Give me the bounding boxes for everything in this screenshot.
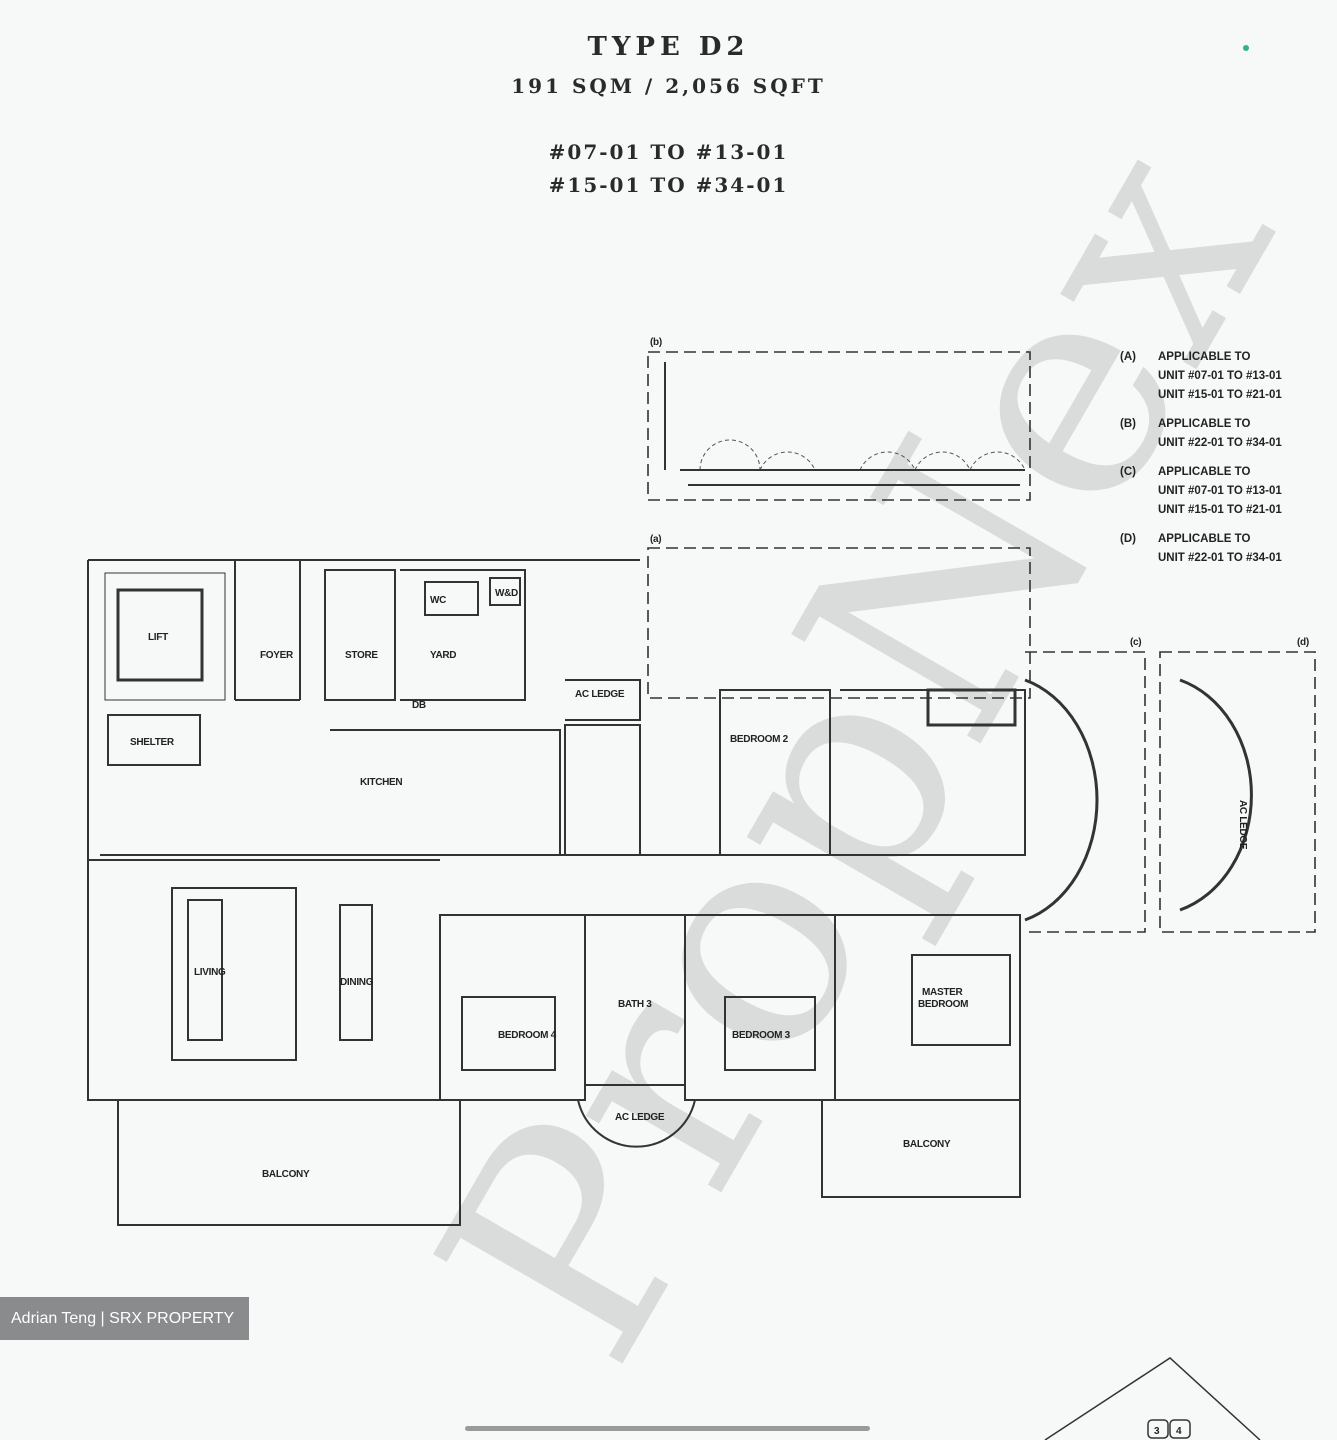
- sofa: [187, 899, 223, 1041]
- variant-d-outline: [1159, 651, 1316, 933]
- shelter-box: [107, 714, 201, 766]
- label-balcony-right: BALCONY: [903, 1139, 951, 1150]
- bath-master: [840, 689, 1026, 856]
- bath-mid: [564, 724, 641, 856]
- wd-box: [489, 577, 521, 606]
- variant-a-outline: [647, 547, 1031, 699]
- note-text: UNIT #22-01 TO #34-01: [1158, 552, 1282, 564]
- keyplan-outline: [1044, 1357, 1261, 1440]
- label-store: STORE: [345, 650, 378, 661]
- master-walls: [835, 914, 1021, 1101]
- label-db: DB: [412, 700, 426, 711]
- scroll-handle[interactable]: [465, 1426, 870, 1431]
- note-text: APPLICABLE TO: [1158, 466, 1251, 478]
- keyplan-label-4: 4: [1176, 1426, 1182, 1437]
- master-bed: [911, 954, 1011, 1046]
- status-dot: [1243, 45, 1249, 51]
- note-text: APPLICABLE TO: [1158, 351, 1251, 363]
- bedroom3-bed: [724, 996, 816, 1071]
- bay-arc-d: [1179, 678, 1253, 912]
- label-ac-ledge-top: AC LEDGE: [575, 689, 625, 700]
- note-key: (B): [1120, 418, 1136, 430]
- window-strip-b: [680, 469, 1025, 486]
- marker-c: (c): [1130, 637, 1141, 648]
- bedroom2-walls: [719, 689, 831, 856]
- note-d: (D) APPLICABLE TO UNIT #22-01 TO #34-01: [1120, 530, 1282, 568]
- note-text: UNIT #15-01 TO #21-01: [1158, 504, 1282, 516]
- label-master-2: BEDROOM: [918, 999, 968, 1010]
- kitchen-walls: [330, 729, 561, 856]
- living-rug: [171, 887, 297, 1061]
- marker-b: (b): [650, 337, 662, 348]
- note-text: UNIT #22-01 TO #34-01: [1158, 437, 1282, 449]
- page-title: TYPE D2: [587, 32, 750, 62]
- label-ac-ledge-bottom: AC LEDGE: [615, 1112, 665, 1123]
- note-a: (A) APPLICABLE TO UNIT #07-01 TO #13-01 U…: [1120, 348, 1282, 405]
- note-key: (C): [1120, 466, 1136, 478]
- bedroom3-walls: [684, 914, 836, 1101]
- lift-box: [116, 588, 204, 682]
- keyplan-unit-4: [1169, 1419, 1191, 1439]
- note-c: (C) APPLICABLE TO UNIT #07-01 TO #13-01 U…: [1120, 463, 1282, 520]
- balcony-right-walls: [821, 1100, 1021, 1198]
- bedroom4-bed: [461, 996, 556, 1071]
- aclegde-top: [565, 679, 641, 721]
- label-yard: YARD: [430, 650, 456, 661]
- note-text: APPLICABLE TO: [1158, 533, 1251, 545]
- label-bath3: BATH 3: [618, 999, 652, 1010]
- label-shelter: SHELTER: [130, 737, 175, 748]
- yard-walls: [400, 569, 526, 701]
- unit-area: 191 SQM / 2,056 SQFT: [511, 74, 826, 98]
- label-bedroom3: BEDROOM 3: [732, 1030, 791, 1041]
- note-text: APPLICABLE TO: [1158, 418, 1251, 430]
- bedroom4-walls: [439, 914, 586, 1101]
- label-master-1: MASTER: [922, 987, 964, 998]
- note-key: (D): [1120, 533, 1136, 545]
- note-text: UNIT #15-01 TO #21-01: [1158, 389, 1282, 401]
- unit-range-2: #15-01 TO #34-01: [548, 173, 789, 197]
- acledge-bottom-arc: [577, 1099, 696, 1148]
- door-swing-1: [699, 439, 1026, 471]
- unit-range-1: #07-01 TO #13-01: [548, 140, 789, 164]
- label-bedroom2: BEDROOM 2: [730, 734, 789, 745]
- applicability-notes: (A) APPLICABLE TO UNIT #07-01 TO #13-01 U…: [1120, 348, 1282, 578]
- credit-badge: Adrian Teng | SRX PROPERTY: [0, 1297, 249, 1340]
- balcony-left-walls: [117, 1100, 461, 1226]
- marker-a: (a): [650, 534, 661, 545]
- store-walls: [324, 569, 396, 701]
- label-foyer: FOYER: [260, 650, 294, 661]
- variant-b-outline: [647, 351, 1031, 501]
- label-lift: LIFT: [148, 632, 168, 643]
- lift-shaft: [104, 572, 226, 701]
- variant-c-outline: [1025, 651, 1146, 933]
- label-dining: DINING: [340, 977, 374, 988]
- foyer-walls: [234, 560, 301, 701]
- note-b: (B) APPLICABLE TO UNIT #22-01 TO #34-01: [1120, 415, 1282, 453]
- label-kitchen: KITCHEN: [360, 777, 402, 788]
- label-wc: WC: [430, 595, 446, 606]
- keyplan-unit-3: [1147, 1419, 1169, 1439]
- note-key: (A): [1120, 351, 1136, 363]
- dining-table: [339, 904, 373, 1041]
- note-text: UNIT #07-01 TO #13-01: [1158, 370, 1282, 382]
- label-living: LIVING: [194, 967, 226, 978]
- label-balcony-left: BALCONY: [262, 1169, 310, 1180]
- wc-walls: [424, 581, 479, 616]
- bay-arc-c: [1024, 678, 1099, 922]
- label-wd: W&D: [495, 588, 518, 599]
- tub: [926, 688, 1017, 727]
- label-ac-ledge-d: AC LEDGE: [1237, 800, 1248, 850]
- outer-wall: [87, 559, 640, 1101]
- keyplan-label-3: 3: [1154, 1426, 1160, 1437]
- note-text: UNIT #07-01 TO #13-01: [1158, 485, 1282, 497]
- marker-d: (d): [1297, 637, 1309, 648]
- label-bedroom4: BEDROOM 4: [498, 1030, 557, 1041]
